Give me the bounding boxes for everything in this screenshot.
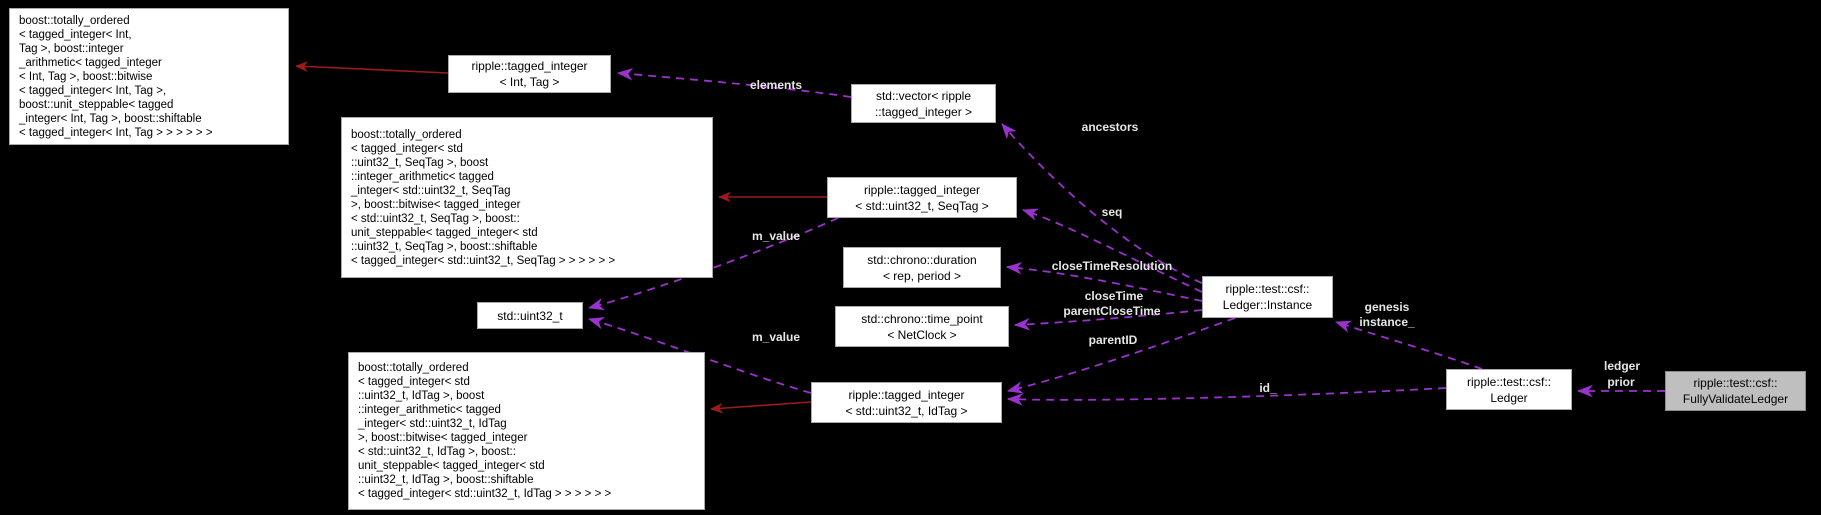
edge-usage-parent-id <box>1006 317 1236 394</box>
node-ripple-tagged-integer-idtag[interactable]: ripple::tagged_integer < std::uint32_t, … <box>811 382 1002 423</box>
edge-usage-ancestors <box>1001 123 1203 284</box>
edge-label-id: id_ <box>1259 381 1277 395</box>
edge-usage-seq <box>1021 208 1203 293</box>
node-ripple-tagged-integer-seqtag[interactable]: ripple::tagged_integer < std::uint32_t, … <box>827 177 1017 218</box>
edge-label-seq: seq <box>1101 205 1123 219</box>
edge-usage-id <box>1006 387 1447 406</box>
edge-usage-close-time-resolution <box>1005 261 1203 302</box>
edge-label-genesis: genesis <box>1364 300 1410 314</box>
edge-label-elements: elements <box>749 78 803 92</box>
edge-usage-genesis-instance <box>1334 320 1483 370</box>
node-fully-validate-ledger: ripple::test::csf:: FullyValidateLedger <box>1665 371 1806 411</box>
edge-label-parent-id: parentID <box>1088 333 1138 347</box>
edge-label-ledger: ledger <box>1603 359 1641 373</box>
edge-inherit-tagged-integer-id <box>709 401 812 414</box>
edge-label-prior: prior <box>1607 375 1635 389</box>
edge-label-close-time: closeTime <box>1084 289 1144 303</box>
node-boost-totally-ordered-idtag[interactable]: boost::totally_ordered < tagged_integer<… <box>348 352 705 510</box>
node-std-chrono-time-point[interactable]: std::chrono::time_point < NetClock > <box>835 306 1009 347</box>
edge-label-close-time-resolution: closeTimeResolution <box>1051 259 1173 273</box>
node-boost-totally-ordered-seqtag[interactable]: boost::totally_ordered < tagged_integer<… <box>341 117 713 278</box>
edge-label-parent-close-time: parentCloseTime <box>1063 304 1161 318</box>
node-boost-totally-ordered-int-tag[interactable]: boost::totally_ordered < tagged_integer<… <box>9 8 289 145</box>
edge-label-instance: instance_ <box>1359 315 1415 329</box>
edge-label-m-value-id: m_value <box>751 330 801 344</box>
edge-inherit-tagged-integer-int <box>294 61 449 74</box>
edge-usage-elements <box>616 68 852 98</box>
edge-usage-m-value-id <box>587 317 812 394</box>
node-ledger[interactable]: ripple::test::csf:: Ledger <box>1446 369 1572 410</box>
edge-usage-m-value-seq <box>587 217 839 311</box>
node-std-chrono-duration[interactable]: std::chrono::duration < rep, period > <box>843 247 1001 288</box>
node-ledger-instance[interactable]: ripple::test::csf:: Ledger::Instance <box>1202 276 1333 318</box>
node-ripple-tagged-integer-int-tag[interactable]: ripple::tagged_integer < Int, Tag > <box>448 55 611 93</box>
edge-label-m-value-seq: m_value <box>751 229 801 243</box>
edge-label-ancestors: ancestors <box>1081 120 1139 134</box>
node-std-vector-tagged-integer[interactable]: std::vector< ripple ::tagged_integer > <box>851 84 996 123</box>
node-std-uint32-t[interactable]: std::uint32_t <box>477 302 583 329</box>
